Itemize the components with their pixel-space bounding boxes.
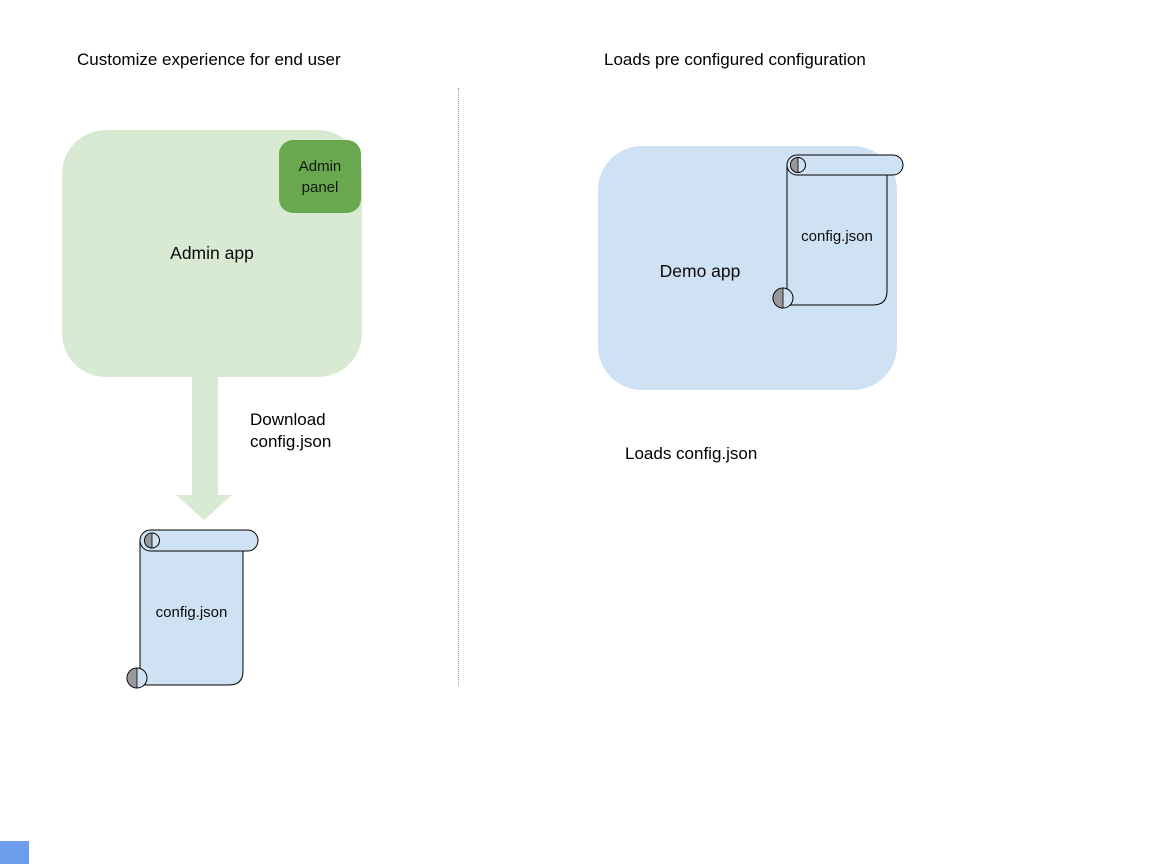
- left-section-title: Customize experience for end user: [77, 50, 341, 69]
- loads-config-caption: Loads config.json: [625, 444, 758, 463]
- admin-app-label: Admin app: [170, 243, 254, 263]
- demo-app-label: Demo app: [659, 261, 741, 281]
- right-section-title: Loads pre configured configuration: [604, 50, 866, 69]
- config-json-scroll-right: [772, 154, 904, 309]
- section-divider-line: [458, 88, 459, 686]
- partial-blue-rectangle: [0, 841, 29, 864]
- admin-panel-box: Admin panel: [279, 140, 361, 213]
- config-json-scroll-left: [126, 529, 259, 689]
- right-scroll-label: config.json: [801, 228, 873, 245]
- download-arrow-icon: [176, 377, 232, 520]
- download-arrow-label: Download config.json: [250, 410, 332, 451]
- left-scroll-label: config.json: [155, 604, 228, 621]
- admin-panel-label: Admin panel: [298, 157, 342, 196]
